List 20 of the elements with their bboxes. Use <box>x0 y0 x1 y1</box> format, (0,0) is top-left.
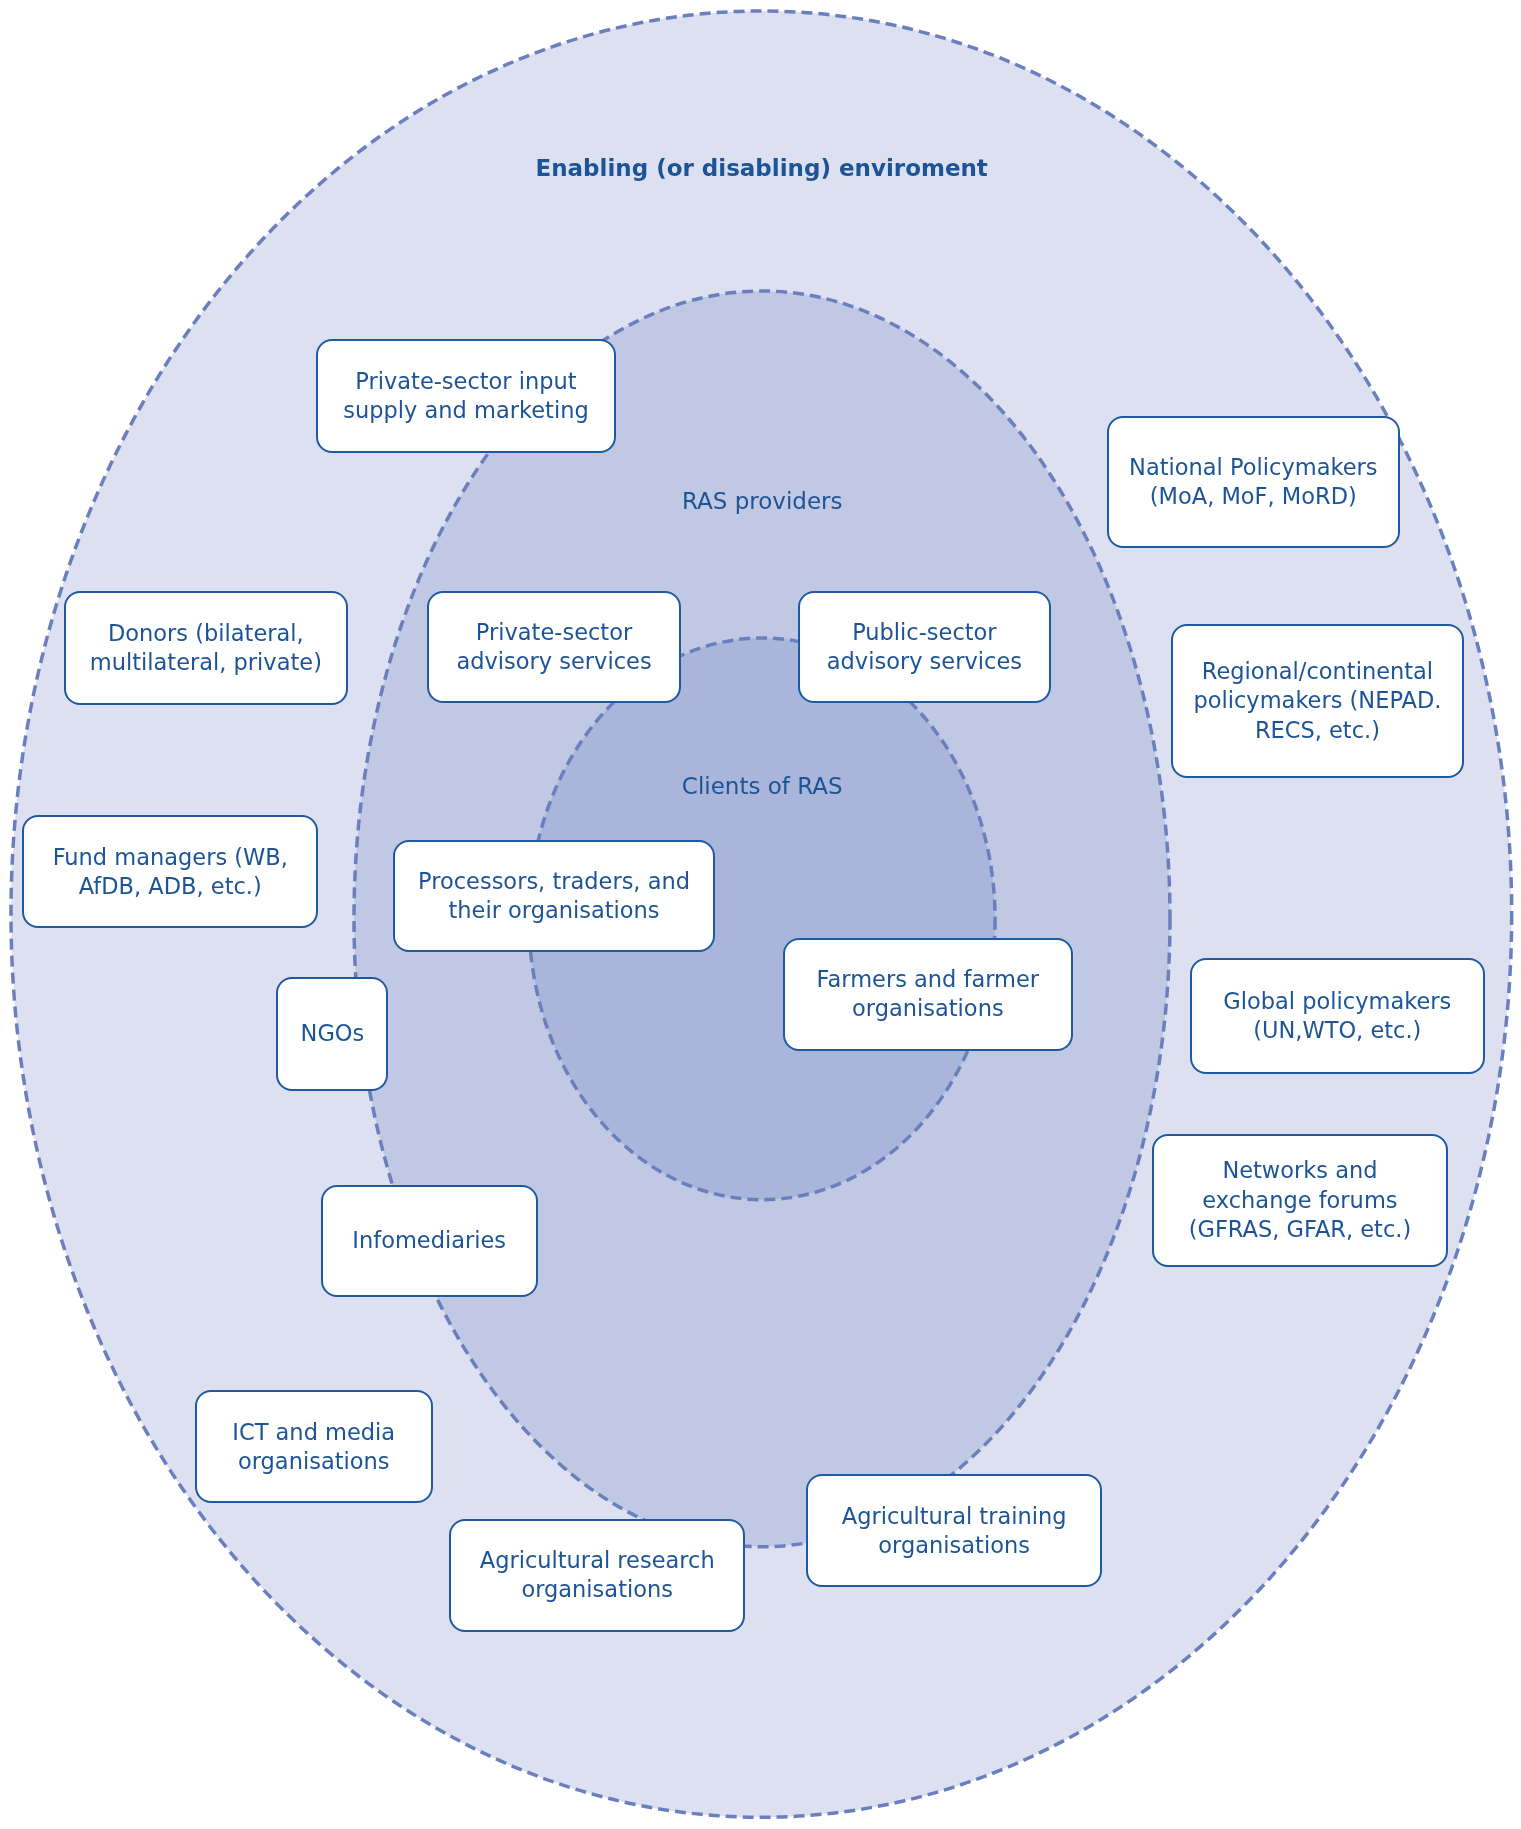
organisation-box: Private-sector advisory services <box>426 591 682 704</box>
zone-title: RAS providers <box>682 487 843 514</box>
organisation-box: Fund managers (WB, AfDB, ADB, etc.) <box>22 815 319 929</box>
organisation-box: Private-sector input supply and marketing <box>316 339 616 453</box>
dashed-ellipse-zone <box>9 9 1514 1820</box>
organisation-box: Agricultural training organisations <box>806 1474 1103 1588</box>
organisation-box: National Policymakers (MoA, MoF, MoRD) <box>1106 416 1400 549</box>
organisation-box: Infomediaries <box>320 1185 538 1298</box>
organisation-box: Farmers and farmer organisations <box>782 937 1074 1051</box>
organisation-box: Donors (bilateral, multilateral, private) <box>64 591 348 705</box>
organisation-box: Agricultural research organisations <box>449 1518 746 1632</box>
organisation-box: Regional/continental policymakers (NEPAD. RECS, etc.) <box>1171 624 1464 778</box>
organisation-box: Networks and exchange forums (GFRAS, GFAR, etc.) <box>1152 1133 1448 1267</box>
zone-title: Clients of RAS <box>681 773 843 800</box>
zone-title: Enabling (or disabling) enviroment <box>535 155 988 182</box>
organisation-box: ICT and media organisations <box>194 1390 433 1504</box>
organisation-box: Global policymakers (UN,WTO, etc.) <box>1189 957 1485 1075</box>
organisation-box: Processors, traders, and their organisations <box>393 839 715 952</box>
organisation-box: Public-sector advisory services <box>797 591 1051 704</box>
organisation-box: NGOs <box>276 977 389 1091</box>
